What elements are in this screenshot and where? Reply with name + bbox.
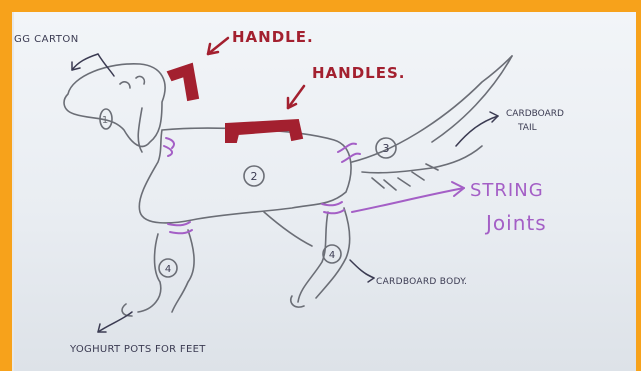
back-leg-number: 4 bbox=[329, 250, 335, 261]
handle-arrows bbox=[206, 36, 306, 110]
label-handle: HANDLE. bbox=[232, 28, 314, 46]
head-number: 1 bbox=[102, 115, 108, 126]
string-joints bbox=[163, 137, 465, 235]
body-number: 2 bbox=[251, 170, 258, 183]
front-leg bbox=[121, 229, 195, 317]
dog-body bbox=[138, 127, 352, 247]
label-yoghurt-pots: YOGHURT POTS FOR FEET bbox=[69, 344, 206, 355]
dog-diagram: 1 2 3 4 4 bbox=[14, 28, 564, 355]
label-cardboard-tail-1: CARDBOARD bbox=[506, 109, 564, 119]
label-cardboard-tail-2: TAIL bbox=[517, 123, 537, 133]
label-egg-carton: GG CARTON bbox=[14, 34, 79, 45]
back-leg bbox=[289, 207, 351, 308]
dog-tail bbox=[351, 55, 513, 191]
label-arrows bbox=[71, 53, 499, 333]
label-handles: HANDLES. bbox=[312, 64, 405, 82]
front-leg-number: 4 bbox=[165, 264, 171, 275]
label-string: STRING bbox=[470, 180, 544, 201]
label-cardboard-body: CARDBOARD BODY. bbox=[376, 277, 467, 287]
tail-number: 3 bbox=[383, 142, 390, 155]
red-handles bbox=[166, 62, 304, 143]
whiteboard bbox=[12, 12, 636, 371]
dog-head bbox=[63, 63, 166, 153]
label-joints: Joints bbox=[484, 211, 547, 235]
